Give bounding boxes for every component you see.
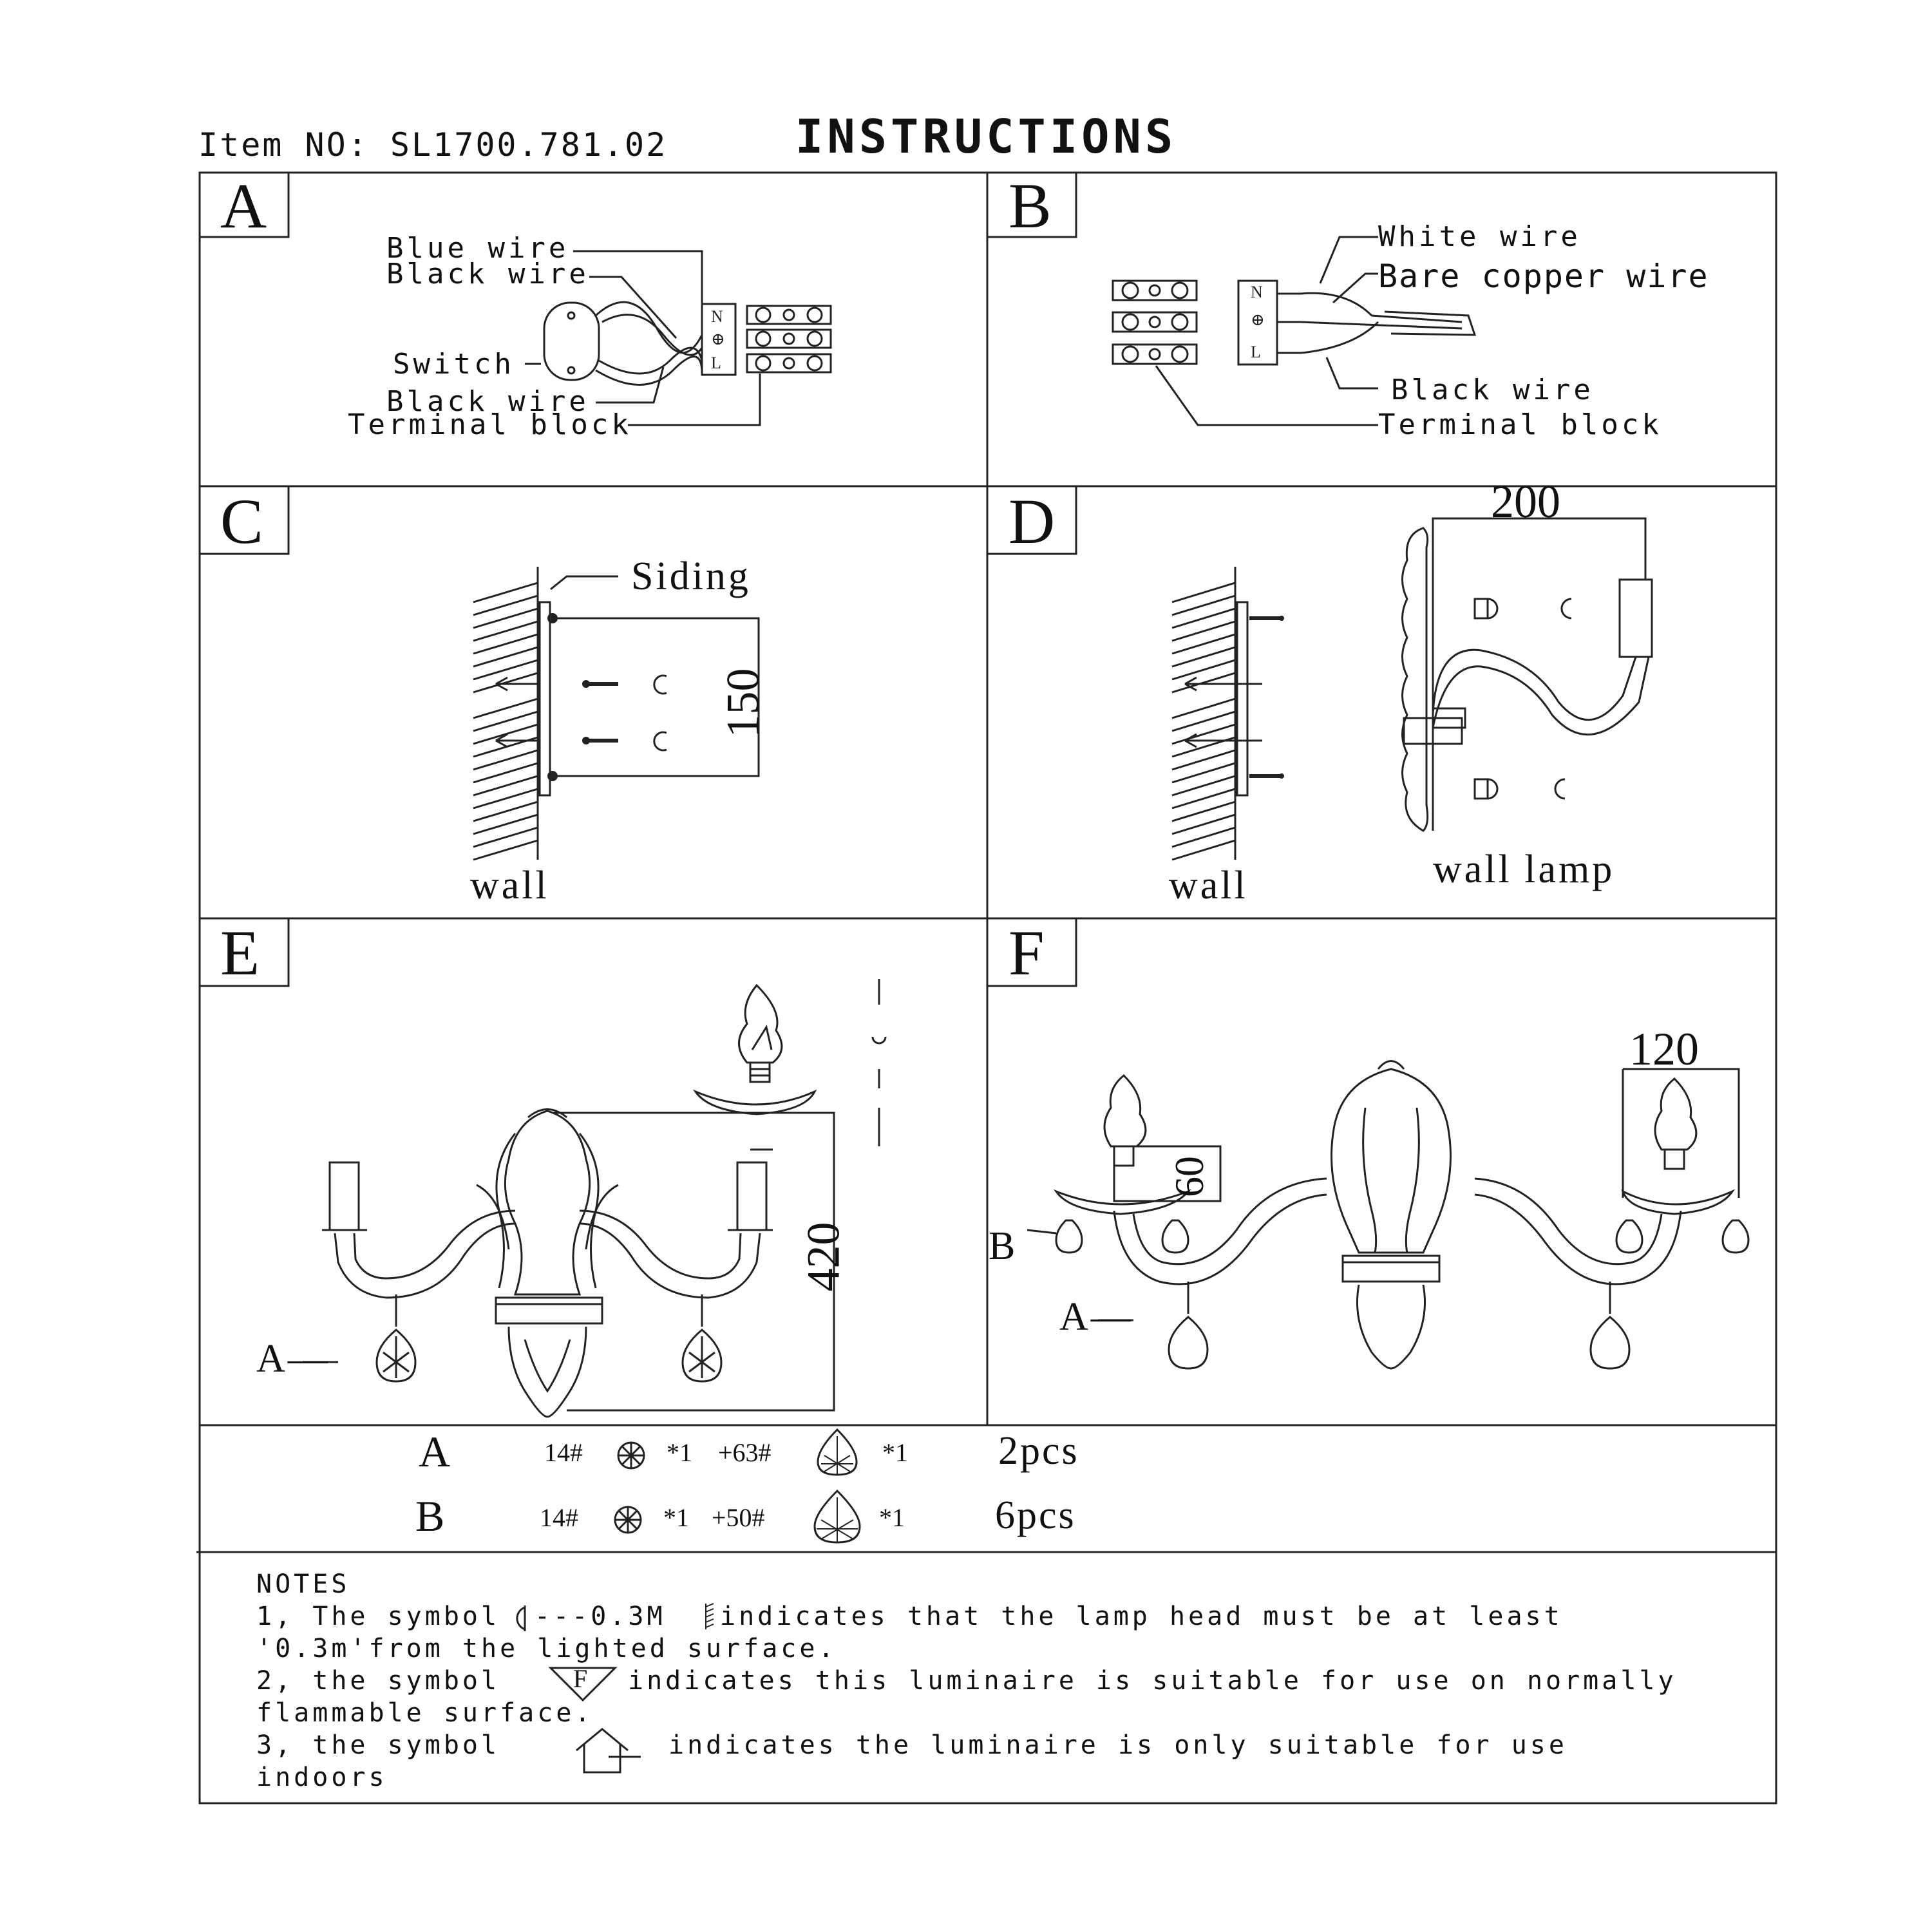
svg-text:N: N	[711, 307, 723, 326]
flammable-surface-f-icon	[548, 1667, 618, 1702]
half-circle-lamp-icon	[516, 1605, 526, 1631]
callout-a-e: A—	[256, 1337, 330, 1381]
parts-row-b-code1: 14#	[540, 1503, 578, 1532]
panel-c-letter: C	[220, 486, 263, 557]
parts-row-b-code2: +50#	[712, 1503, 765, 1532]
panel-f-letter: F	[1009, 917, 1045, 989]
teardrop-crystal-icon	[817, 1428, 858, 1476]
svg-text:⊕: ⊕	[711, 330, 725, 348]
dim-60: 60	[1166, 1156, 1212, 1197]
panel-a-letter: A	[220, 170, 267, 242]
svg-text:⊕: ⊕	[1251, 310, 1265, 329]
note-1-line2: '0.3m'from the lighted surface.	[256, 1634, 837, 1663]
dim-120: 120	[1629, 1023, 1699, 1075]
note-1-distance: ---0.3M	[535, 1602, 666, 1631]
label-siding: Siding	[631, 554, 751, 598]
item-number: Item NO: SL1700.781.02	[198, 126, 668, 164]
panel-e-letter: E	[220, 917, 260, 989]
parts-row-a-label: A	[419, 1427, 451, 1476]
parts-row-a-qty1: *1	[667, 1438, 692, 1467]
label-terminal-block-b: Terminal block	[1378, 408, 1662, 441]
label-switch: Switch	[393, 348, 515, 381]
label-wall-c: wall	[470, 864, 549, 907]
svg-text:L: L	[1251, 343, 1261, 361]
note-2-start: 2, the symbol	[256, 1666, 500, 1696]
notes-heading: NOTES	[256, 1569, 350, 1599]
callout-b-f: B	[989, 1224, 1018, 1268]
label-black-wire-b: Black wire	[1391, 374, 1594, 406]
svg-text:L: L	[711, 354, 721, 372]
teardrop-crystal-icon	[813, 1489, 861, 1544]
note-1-start: 1, The symbol	[256, 1602, 500, 1631]
panel-b-letter: B	[1009, 170, 1052, 242]
dim-200: 200	[1491, 476, 1560, 527]
note-1-text: indicates that the lamp head must be at …	[720, 1602, 1563, 1631]
panel-d-letter: D	[1009, 486, 1056, 557]
lit-surface-hatch-icon	[705, 1603, 714, 1629]
note-2-line2: flammable surface.	[256, 1698, 594, 1728]
label-bare-copper-wire: Bare copper wire	[1378, 258, 1709, 295]
label-blue-wire: Blue wire	[386, 232, 569, 265]
label-black-wire-bottom: Black wire	[386, 385, 589, 418]
parts-row-a-count: 2pcs	[998, 1429, 1079, 1473]
parts-row-b-count: 6pcs	[995, 1493, 1076, 1537]
octagon-crystal-icon	[617, 1441, 645, 1470]
parts-row-a-code2: +63#	[718, 1438, 772, 1467]
octagon-crystal-icon	[614, 1506, 642, 1534]
parts-row-b-label: B	[415, 1492, 445, 1540]
parts-row-b-qty2: *1	[879, 1503, 905, 1532]
note-3-text: indicates the luminaire is only suitable…	[668, 1730, 1567, 1760]
svg-text:N: N	[1251, 283, 1263, 301]
label-terminal-block-a: Terminal block	[348, 408, 632, 441]
note-2-text: indicates this luminaire is suitable for…	[628, 1666, 1677, 1696]
parts-row-a-code1: 14#	[544, 1438, 583, 1467]
parts-row-b-qty1: *1	[663, 1503, 689, 1532]
label-white-wire: White wire	[1378, 220, 1581, 253]
flammable-surface-letter: F	[573, 1664, 588, 1693]
note-3-line2: indoors	[256, 1763, 388, 1792]
parts-row-a-qty2: *1	[882, 1438, 908, 1467]
switch-body	[543, 301, 600, 381]
note-3-start: 3, the symbol	[256, 1730, 500, 1760]
label-wall-d: wall	[1169, 864, 1248, 907]
page-title: INSTRUCTIONS	[795, 109, 1177, 164]
callout-a-f: A—	[1059, 1295, 1133, 1339]
label-black-wire-top: Black wire	[386, 258, 589, 290]
indoor-use-house-icon	[576, 1728, 641, 1774]
label-wall-lamp: wall lamp	[1433, 848, 1615, 891]
